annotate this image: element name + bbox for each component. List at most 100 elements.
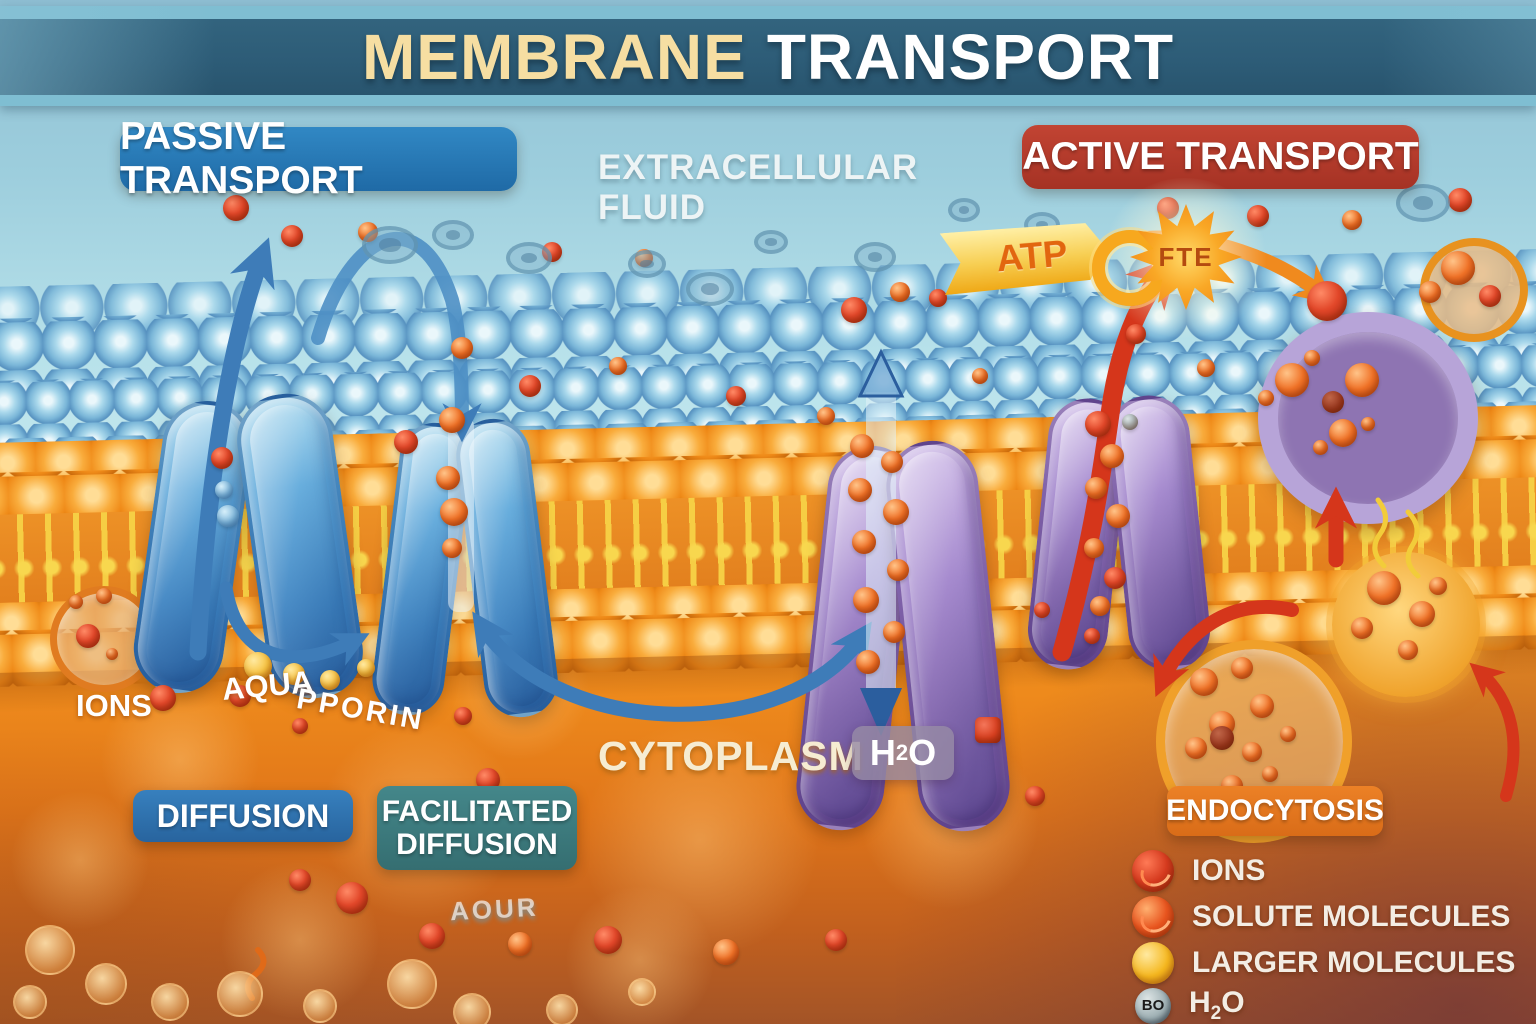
texture-blob (580, 720, 820, 960)
molecule-sphere (1242, 742, 1262, 762)
facilitated-line1: FACILITATED (381, 795, 573, 828)
molecule-sphere (1197, 359, 1215, 377)
legend-h2o-sub: 2 (1210, 1003, 1222, 1024)
molecule-sphere (1448, 188, 1472, 212)
molecule-sphere (726, 386, 746, 406)
molecule-sphere (106, 648, 118, 660)
molecule-sphere (439, 407, 465, 433)
molecule-sphere (1084, 538, 1104, 558)
cell-ring-icon (948, 198, 980, 222)
legend-item-solute-molecules: SOLUTE MOLECULES (1132, 896, 1510, 939)
cytoplasm-arrow-small (219, 581, 370, 666)
legend-h2o-o: O (1221, 986, 1245, 1019)
molecule-sphere (853, 587, 879, 613)
molecule-sphere (1345, 363, 1379, 397)
molecule-sphere (76, 624, 100, 648)
legend-item-ions: IONS (1132, 850, 1265, 893)
extracellular-fluid-label: EXTRACELLULAR FLUID (598, 148, 919, 227)
molecule-sphere (1479, 285, 1501, 307)
molecule-sphere (229, 685, 251, 707)
swirl-mark (1135, 899, 1177, 939)
pump-release-arrow (1153, 599, 1299, 697)
molecule-sphere (442, 538, 462, 558)
h2o-h: H (869, 732, 896, 773)
molecule-sphere (972, 368, 988, 384)
diffusion-badge: DIFFUSION (133, 790, 353, 842)
active-transport-badge: ACTIVE TRANSPORT (1022, 125, 1419, 189)
water-arrow-down-head (860, 688, 902, 736)
cytoplasm-bubble (387, 959, 437, 1009)
molecule-sphere (929, 289, 947, 307)
molecule-sphere (419, 923, 445, 949)
molecule-sphere (848, 478, 872, 502)
molecule-sphere (609, 357, 627, 375)
cell-ring-icon (432, 220, 474, 250)
passive-transport-badge: PASSIVE TRANSPORT (120, 115, 517, 202)
cytoplasm-bubble (25, 925, 75, 975)
molecule-sphere (451, 337, 473, 359)
facilitated-diffusion-badge: FACILITATED DIFFUSION (377, 786, 577, 870)
corner-shading (0, 724, 420, 1024)
cytoplasm-bubble (628, 978, 656, 1006)
facilitated-line2: DIFFUSION (396, 828, 558, 861)
molecule-sphere (1085, 411, 1111, 437)
solute-sphere-icon (1132, 896, 1177, 939)
cell-ring-icon (628, 250, 666, 278)
cell-ring-icon (506, 242, 552, 274)
molecule-sphere (1275, 363, 1309, 397)
diffusion-arrow (189, 237, 275, 661)
molecule-sphere (825, 929, 847, 951)
molecule-sphere (883, 499, 909, 525)
molecule-sphere (394, 430, 418, 454)
molecule-sphere (150, 685, 176, 711)
facilitated-diffusion-arrow (311, 232, 482, 443)
cell-ring-icon (686, 272, 734, 306)
molecule-sphere (69, 595, 83, 609)
title-word-membrane: MEMBRANE (361, 21, 747, 93)
molecule-sphere (1025, 786, 1045, 806)
molecule-sphere (211, 447, 233, 469)
molecule-sphere (1307, 281, 1347, 321)
title-word-transport: TRANSPORT (766, 21, 1175, 93)
cell-ring-icon (362, 226, 418, 264)
legend-item-water: BO H2O (1135, 986, 1245, 1024)
molecule-sphere (850, 434, 874, 458)
molecule-sphere (1367, 571, 1401, 605)
molecule-sphere (713, 939, 739, 965)
molecule-sphere (283, 663, 305, 685)
title-banner: MEMBRANE TRANSPORT (0, 6, 1536, 106)
molecule-sphere (1210, 726, 1234, 750)
molecule-sphere (1104, 567, 1126, 589)
molecule-sphere (1258, 390, 1274, 406)
molecule-sphere (292, 718, 308, 734)
molecule-sphere (320, 670, 340, 690)
cell-ring-icon (854, 242, 896, 272)
right-edge-arrow (1469, 662, 1520, 802)
legend-h2o-h: H (1189, 986, 1211, 1019)
molecule-sphere (1419, 281, 1441, 303)
cell-ring-icon (754, 230, 788, 254)
molecule-sphere (1280, 726, 1296, 742)
molecule-sphere (881, 451, 903, 473)
cytoplasm-bubble (13, 985, 47, 1019)
molecule-sphere (1304, 350, 1320, 366)
molecule-sphere (975, 717, 1001, 743)
molecule-sphere (1250, 694, 1274, 718)
molecule-sphere (215, 481, 233, 499)
cytoplasm-label: CYTOPLASM (598, 733, 864, 779)
banner-fade (0, 6, 1536, 106)
ions-label: IONS (76, 688, 152, 723)
cytoplasm-bubble (546, 994, 578, 1024)
molecule-sphere (1429, 577, 1447, 595)
molecule-sphere (1106, 504, 1130, 528)
page-title: MEMBRANE TRANSPORT (0, 19, 1536, 95)
molecule-sphere (841, 297, 867, 323)
molecule-sphere (883, 621, 905, 643)
molecule-sphere (856, 650, 880, 674)
h2o-o: O (908, 732, 937, 773)
faint-watermark-text: AOUR (449, 891, 540, 927)
molecule-sphere (1342, 210, 1362, 230)
cytoplasm-bubble (151, 983, 189, 1021)
